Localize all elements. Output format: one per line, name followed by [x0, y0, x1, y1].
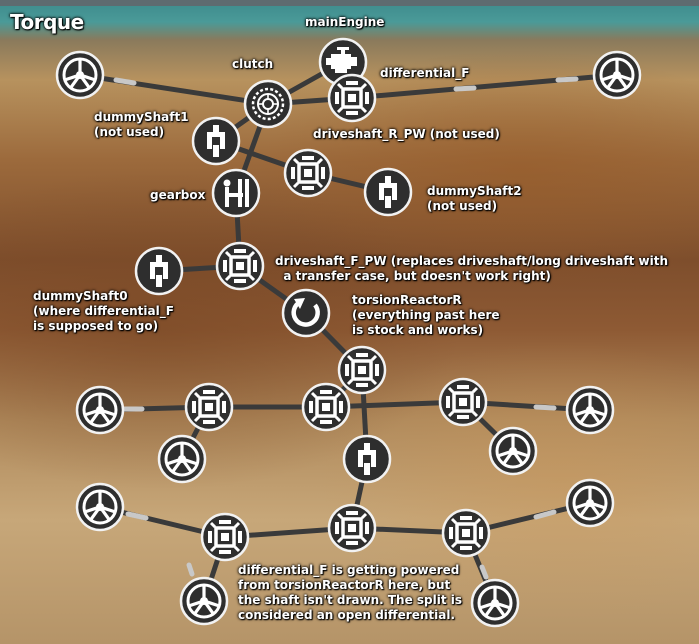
- wheel-icon[interactable]: [179, 576, 229, 626]
- differential-icon[interactable]: [337, 345, 387, 395]
- wheel-icon[interactable]: [488, 426, 538, 476]
- differential-icon[interactable]: [441, 508, 491, 558]
- label-driveshaft-r-pw: driveshaft_R_PW (not used): [313, 127, 500, 141]
- label-note: differential_F is getting powered from t…: [238, 563, 463, 622]
- differential-icon[interactable]: [283, 148, 333, 198]
- shaft-icon[interactable]: [363, 167, 413, 217]
- clutch-icon[interactable]: [243, 79, 293, 129]
- label-dummy-shaft-1: dummyShaft1 (not used): [94, 110, 189, 139]
- differential-icon[interactable]: [301, 382, 351, 432]
- differential-icon[interactable]: [184, 382, 234, 432]
- differential-icon[interactable]: [438, 377, 488, 427]
- label-clutch: clutch: [232, 57, 274, 71]
- top-bar: [0, 0, 699, 6]
- torsion-reactor-icon[interactable]: [283, 290, 329, 336]
- shaft-icon[interactable]: [191, 116, 241, 166]
- label-differential-f: differential_F: [380, 66, 470, 80]
- label-main-engine: mainEngine: [305, 15, 385, 29]
- wheel-icon[interactable]: [592, 50, 642, 100]
- wheel-icon[interactable]: [470, 578, 520, 628]
- wheel-icon[interactable]: [565, 478, 615, 528]
- label-dummy-shaft-0: dummyShaft0 (where differential_F is sup…: [33, 289, 174, 333]
- differential-icon[interactable]: [200, 512, 250, 562]
- wheel-icon[interactable]: [75, 482, 125, 532]
- label-torsion-reactor-r: torsionReactorR (everything past here is…: [352, 293, 500, 337]
- differential-icon[interactable]: [327, 73, 377, 123]
- label-gearbox: gearbox: [150, 188, 206, 202]
- gearbox-icon[interactable]: [211, 168, 261, 218]
- wheel-icon[interactable]: [157, 434, 207, 484]
- differential-icon[interactable]: [327, 503, 377, 553]
- label-dummy-shaft-2: dummyShaft2 (not used): [427, 184, 522, 213]
- label-driveshaft-f-pw: driveshaft_F_PW (replaces driveshaft/lon…: [275, 254, 668, 283]
- wheel-link-dashes: [113, 76, 579, 580]
- wheel-icon[interactable]: [55, 50, 105, 100]
- wheel-icon[interactable]: [75, 385, 125, 435]
- shaft-icon[interactable]: [342, 434, 392, 484]
- page-title: Torque: [10, 10, 84, 34]
- wheel-icon[interactable]: [565, 385, 615, 435]
- differential-icon[interactable]: [215, 241, 265, 291]
- shaft-icon[interactable]: [134, 246, 184, 296]
